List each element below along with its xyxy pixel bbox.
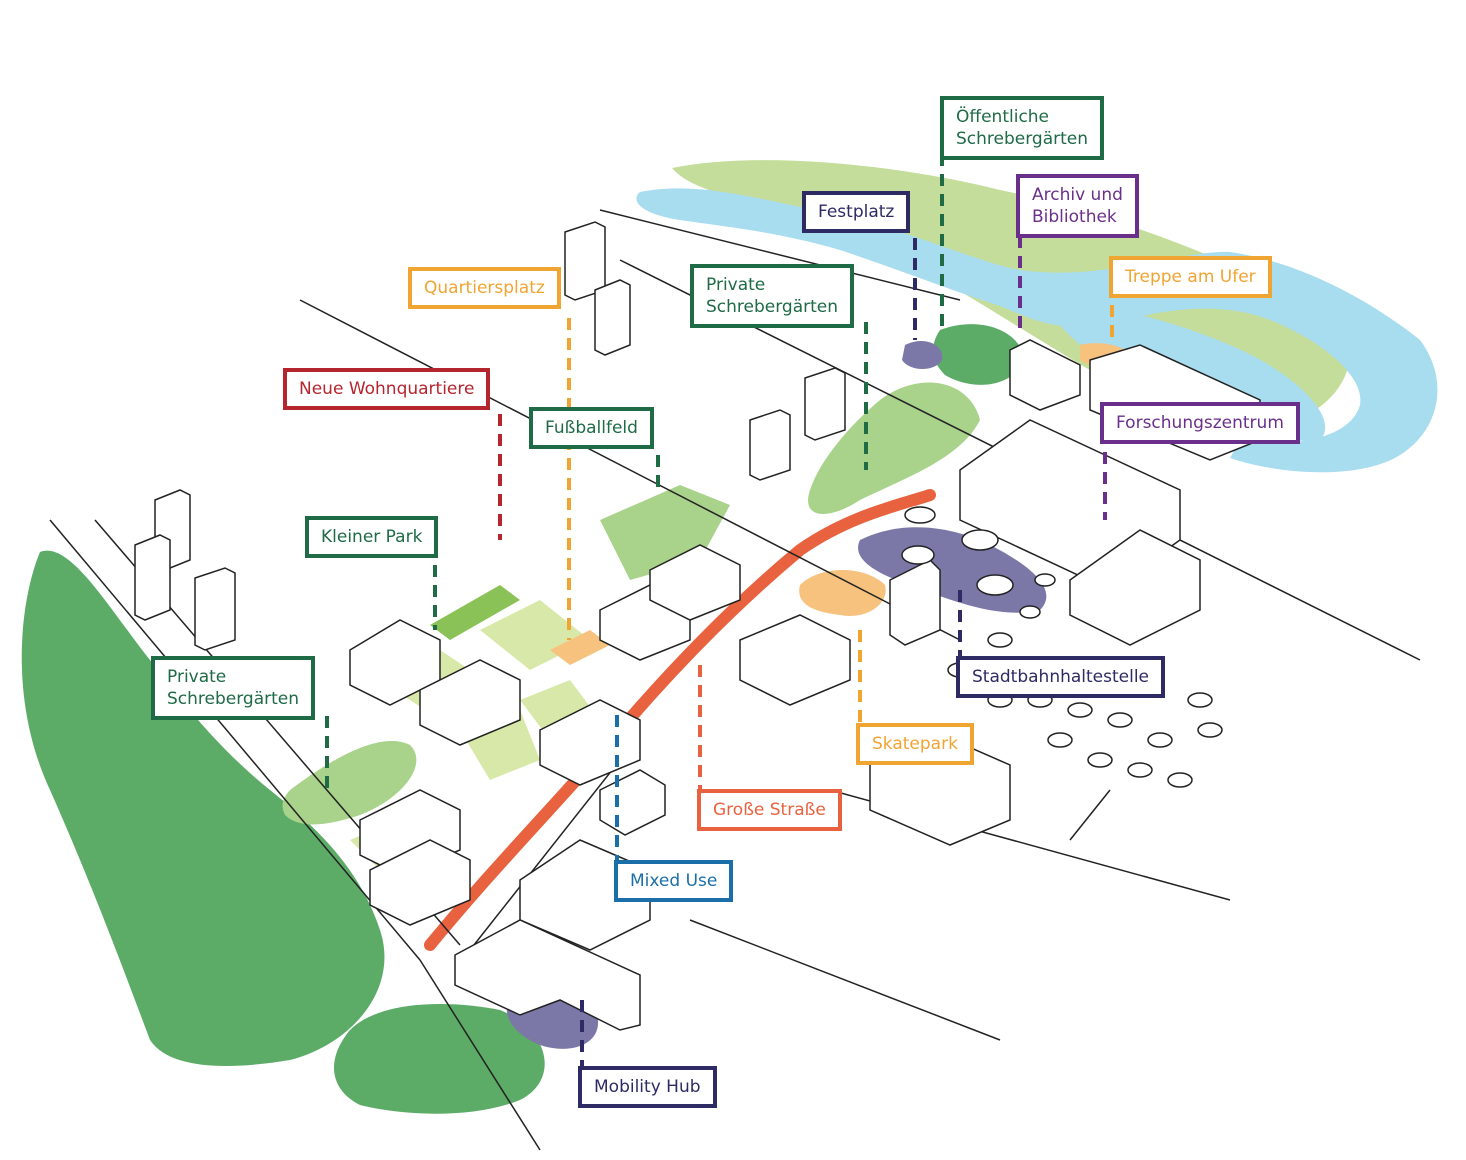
- label-forschungszentrum: Forschungszentrum: [1100, 402, 1300, 444]
- label-grosse-strasse: Große Straße: [697, 789, 842, 831]
- label-mixed-use: Mixed Use: [614, 860, 734, 902]
- label-line: Öffentliche: [956, 107, 1050, 127]
- label-line: Archiv und: [1032, 185, 1123, 205]
- leader-lines: [325, 154, 1114, 1066]
- label-line: Treppe am Ufer: [1125, 267, 1256, 287]
- label-quartiersplatz: Quartiersplatz: [408, 267, 561, 309]
- label-mobility-hub: Mobility Hub: [578, 1066, 717, 1108]
- label-fussballfeld: Fußballfeld: [529, 407, 654, 449]
- grosse-strasse-line: [424, 489, 936, 951]
- label-line: Skatepark: [872, 734, 958, 754]
- label-line: Mobility Hub: [594, 1077, 701, 1097]
- label-stadtbahnhaltestelle: Stadtbahnhaltestelle: [956, 656, 1166, 698]
- label-private-schrebergaerten-top: Private Schrebergärten: [690, 264, 855, 328]
- storage-tanks: [901, 506, 1223, 788]
- label-line: Festplatz: [818, 202, 895, 222]
- public-gardens-area: [933, 324, 1025, 385]
- label-line: Quartiersplatz: [424, 278, 545, 298]
- private-gardens-east: [808, 382, 980, 514]
- label-line: Bibliothek: [1032, 207, 1117, 227]
- forest-west: [21, 550, 385, 1066]
- label-line: Schrebergärten: [956, 129, 1089, 149]
- label-festplatz: Festplatz: [802, 191, 911, 233]
- label-line: Große Straße: [713, 800, 826, 820]
- forest-south: [333, 1004, 545, 1114]
- label-skatepark: Skatepark: [856, 723, 974, 765]
- label-neue-wohnquartiere: Neue Wohnquartiere: [283, 368, 491, 410]
- label-private-schrebergaerten-left: Private Schrebergärten: [151, 656, 316, 720]
- skatepark-area: [799, 570, 886, 616]
- label-line: Stadtbahnhaltestelle: [972, 667, 1150, 687]
- label-line: Schrebergärten: [167, 689, 300, 709]
- private-gardens-west: [282, 741, 417, 825]
- label-line: Private: [706, 275, 766, 295]
- label-kleiner-park: Kleiner Park: [305, 516, 439, 558]
- label-line: Fußballfeld: [545, 418, 638, 438]
- buildings: [134, 221, 1261, 1031]
- label-line: Neue Wohnquartiere: [299, 379, 475, 399]
- quartiersplatz-area: [550, 630, 610, 665]
- label-line: Kleiner Park: [321, 527, 423, 547]
- festplatz-area: [902, 340, 943, 369]
- label-line: Mixed Use: [630, 871, 718, 891]
- label-line: Private: [167, 667, 227, 687]
- label-oeffentliche-schrebergaerten: Öffentliche Schrebergärten: [940, 96, 1105, 160]
- label-line: Forschungszentrum: [1116, 413, 1284, 433]
- small-park: [430, 585, 520, 640]
- label-treppe-am-ufer: Treppe am Ufer: [1109, 256, 1272, 298]
- label-archiv-und-bibliothek: Archiv und Bibliothek: [1016, 174, 1139, 238]
- label-line: Schrebergärten: [706, 297, 839, 317]
